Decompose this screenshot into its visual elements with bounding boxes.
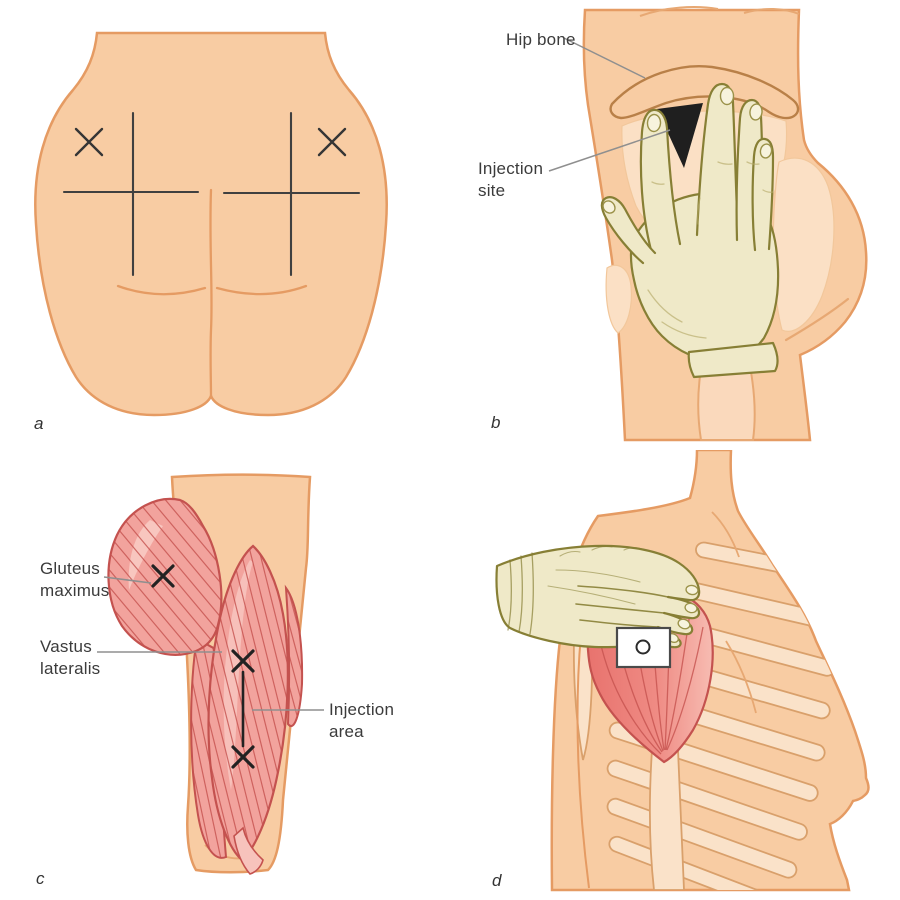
gluteal-cleft-line	[209, 188, 213, 398]
injection-square-marker	[615, 626, 672, 669]
injection-area-label: Injection area	[329, 700, 395, 742]
vastus-lateralis-label: Vastus lateralis	[40, 637, 101, 679]
panel-a-illustration	[34, 31, 388, 417]
quadrant-crosshair-right	[222, 111, 361, 277]
quadrant-crosshair-left	[62, 111, 200, 277]
gluteus-maximus-leader-line	[103, 576, 152, 584]
fingernails	[602, 86, 773, 214]
x-mark-vastus-top	[231, 649, 255, 673]
hand-crease-lines	[647, 161, 774, 339]
x-mark-vastus-bottom	[231, 745, 255, 769]
panel-d-illustration	[495, 450, 870, 892]
thumb	[600, 196, 657, 265]
glove-cuff-lines	[507, 552, 534, 635]
hamstring-sliver-muscle	[284, 584, 304, 727]
middle-finger	[695, 82, 740, 237]
panel-d-letter: d	[492, 871, 502, 890]
buttocks-body	[34, 31, 388, 417]
injection-site-leader-line	[548, 129, 671, 172]
arm-crease-line	[576, 633, 590, 889]
muscle-tendon	[233, 826, 264, 875]
deltoid-striations	[599, 589, 704, 755]
panel-b-illustration	[548, 6, 868, 442]
injection-point-circle	[635, 639, 651, 655]
palpating-hand	[600, 82, 780, 379]
finger-separation-lines	[575, 585, 669, 628]
leader-lines	[548, 37, 671, 172]
hip-bone-iliac-crest	[609, 65, 800, 120]
gluteus-maximus-label: Gluteus maximus	[40, 559, 110, 601]
panel-b-letter: b	[491, 413, 501, 432]
injection-site-label: Injection site	[478, 159, 544, 201]
gluteal-fold-line	[784, 297, 850, 342]
panel-c-letter: c	[36, 869, 45, 888]
waist-crease-lines	[639, 6, 800, 17]
x-mark-left-buttock	[74, 127, 104, 157]
glove-cuff	[687, 341, 779, 379]
gluteal-fold-lines	[116, 284, 308, 296]
x-mark-gluteus	[151, 564, 175, 588]
panel-a-letter: a	[34, 414, 44, 433]
injection-triangle-marker	[657, 103, 703, 168]
hand-crease-lines	[547, 545, 643, 605]
hip-bone-label: Hip bone	[506, 30, 576, 49]
chest-crease-lines	[711, 511, 757, 714]
humerus-bone	[649, 747, 685, 890]
forearm	[697, 370, 756, 441]
hip-bone-leader-line	[563, 37, 646, 79]
index-finger	[639, 108, 682, 252]
x-mark-right-buttock	[317, 127, 347, 157]
panel-c-illustration	[97, 473, 324, 875]
injection-marks	[151, 564, 255, 769]
leader-lines	[97, 576, 324, 711]
